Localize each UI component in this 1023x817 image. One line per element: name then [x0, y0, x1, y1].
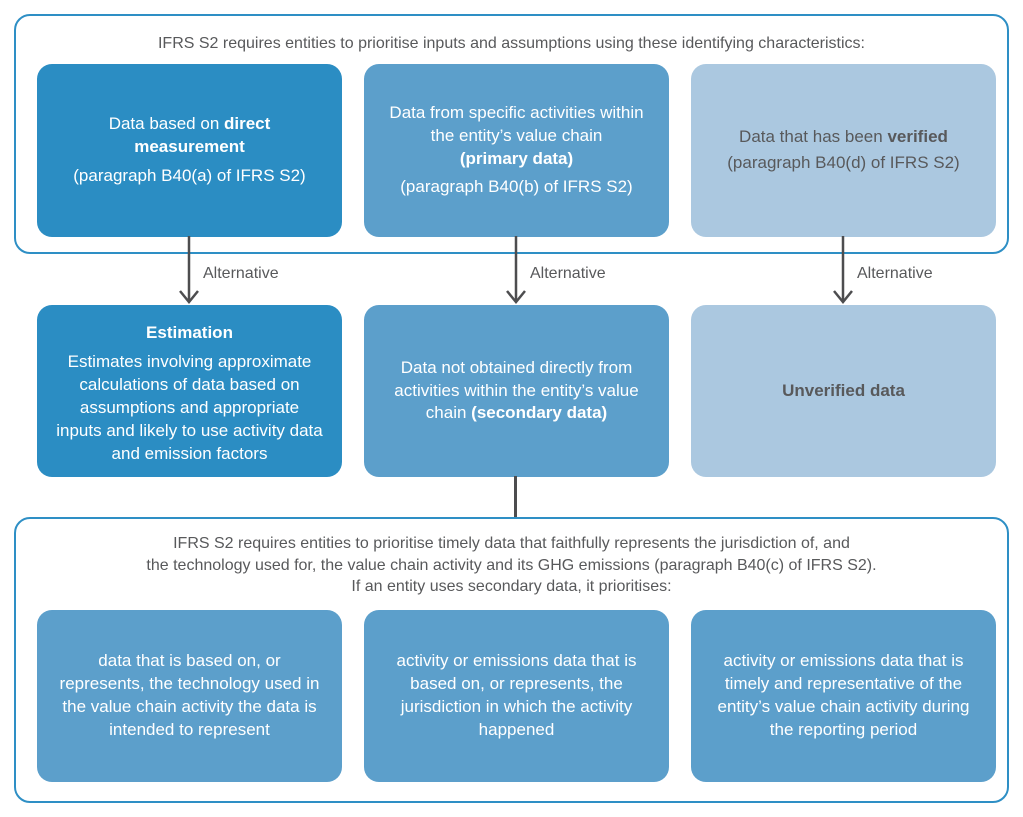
top-panel-header: IFRS S2 requires entities to prioritise …	[157, 35, 865, 52]
bottom-panel-header: IFRS S2 requires entities to prioritise …	[16, 533, 1007, 598]
secondary-data-text: Data not obtained directly from activiti…	[394, 357, 639, 423]
box-primary-data: Data from specific activities within the…	[364, 64, 669, 237]
secondary-data-bold: (secondary data)	[471, 403, 608, 423]
box-secondary-data: Data not obtained directly from activiti…	[364, 305, 669, 477]
alternative-label: Alternative	[203, 265, 279, 282]
box-priority-technology: data that is based on, or represents, th…	[37, 610, 342, 782]
connector-line	[514, 476, 517, 518]
priority-timely-text: activity or emissions data that is timel…	[717, 651, 970, 739]
primary-data-paragraph-ref: (paragraph B40(b) of IFRS S2)	[400, 177, 633, 197]
alternative-label: Alternative	[530, 265, 606, 282]
alternative-label: Alternative	[857, 265, 933, 282]
box-verified-data: Data that has been verified (paragraph B…	[691, 64, 996, 237]
priority-jurisdiction-text: activity or emissions data that is based…	[396, 651, 637, 739]
direct-measurement-bold: direct measurement	[134, 114, 271, 157]
primary-data-bold: (primary data)	[459, 148, 574, 168]
verified-data-text: Data that has been	[739, 127, 888, 147]
unverified-data-bold: Unverified data	[782, 380, 905, 400]
box-unverified-data: Unverified data	[691, 305, 996, 477]
priority-technology-text: data that is based on, or represents, th…	[59, 651, 320, 739]
box-direct-measurement: Data based on direct measurement (paragr…	[37, 64, 342, 237]
bottom-header-line-3: If an entity uses secondary data, it pri…	[351, 578, 672, 596]
estimation-body: Estimates involving approximate calculat…	[56, 352, 323, 463]
bottom-header-line-2: the technology used for, the value chain…	[146, 556, 877, 574]
bottom-header-line-1: IFRS S2 requires entities to prioritise …	[173, 535, 850, 552]
down-arrow-icon	[179, 236, 199, 304]
box-priority-jurisdiction: activity or emissions data that is based…	[364, 610, 669, 782]
direct-measurement-paragraph-ref: (paragraph B40(a) of IFRS S2)	[73, 165, 306, 185]
box-estimation: Estimation Estimates involving approxima…	[37, 305, 342, 477]
down-arrow-icon	[833, 236, 853, 304]
direct-measurement-text: Data based on	[108, 114, 224, 134]
verified-data-bold: verified	[887, 127, 948, 147]
verified-data-paragraph-ref: (paragraph B40(d) of IFRS S2)	[727, 153, 960, 172]
estimation-title: Estimation	[146, 323, 233, 343]
box-priority-timely: activity or emissions data that is timel…	[691, 610, 996, 782]
primary-data-text: Data from specific activities within the…	[389, 102, 644, 145]
down-arrow-icon	[506, 236, 526, 304]
